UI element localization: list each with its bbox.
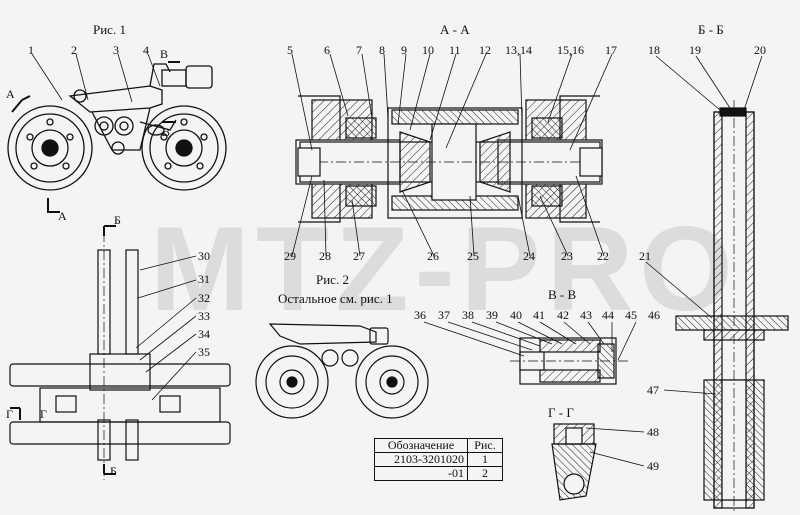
section-mark-b-top: Б [114,213,121,227]
plan-view-leaders [135,255,197,401]
table-row: -01 2 [374,466,503,481]
callout: 10 [422,43,434,57]
section-bb-view [675,100,789,512]
callout: 30 [198,249,210,263]
fig2-title: Рис. 2 [316,272,349,287]
section-gg-leaders [585,427,645,467]
section-vv-leaders [423,321,637,361]
designation-table: Обозначение Рис. 2103-3201020 1 -01 2 [374,438,503,481]
callout: 20 [754,43,766,57]
section-mark-a-top: А [6,87,15,101]
callout: 25 [467,249,479,263]
callout: 37 [438,308,450,322]
callout: 23 [561,249,573,263]
callout-labels: 1 2 3 4 5 6 7 8 9 10 11 12 13,14 15,16 1… [28,43,766,473]
callout: 49 [647,459,659,473]
callout: 2 [71,43,77,57]
callout: 17 [605,43,617,57]
section-aa-view [295,95,603,223]
callout: 12 [479,43,491,57]
section-gg-title: Г - Г [548,405,574,420]
callout: 27 [353,249,365,263]
section-mark-v-bottom: В [162,125,170,139]
table-header-cell: Обозначение [374,438,468,453]
callout: 15,16 [557,43,584,57]
section-bb-title: Б - Б [698,22,724,37]
callout: 42 [557,308,569,322]
callout: 19 [689,43,701,57]
fig2-note: Остальное см. рис. 1 [278,291,393,306]
section-gg-view [551,423,597,501]
table-row: 2103-3201020 1 [374,452,503,467]
callout: 13,14 [505,43,532,57]
fig1-side-view [7,61,227,213]
callout: 3 [113,43,119,57]
section-vv-view [510,337,628,385]
callout: 31 [198,272,210,286]
callout: 8 [379,43,385,57]
callout: 21 [639,249,651,263]
callout: 29 [284,249,296,263]
section-mark-v-top: В [160,47,168,61]
callout: 4 [143,43,149,57]
table-header-cell: Рис. [467,438,503,453]
callout: 38 [462,308,474,322]
callout: 22 [597,249,609,263]
callout: 36 [414,308,426,322]
callout: 7 [356,43,362,57]
callout: 35 [198,345,210,359]
fig2-side-view [255,323,429,419]
watermark: MTZ-PRO [150,202,739,336]
section-vv-title: В - В [548,287,577,302]
callout: 9 [401,43,407,57]
table-cell: 2103-3201020 [374,452,468,467]
section-mark-a-bottom: А [58,209,67,223]
fig1-leaders [31,53,161,103]
callout: 33 [198,309,210,323]
section-mark-b-bottom: Б [110,464,117,478]
section-mark-g-left: Г [6,407,13,421]
callout: 39 [486,308,498,322]
section-aa-title: А - А [440,22,470,37]
callout: 26 [427,249,439,263]
section-mark-g-right: Г [40,407,47,421]
section-aa-leaders [291,53,613,257]
table-cell: 1 [467,452,503,467]
callout: 46 [648,308,660,322]
fig1-title: Рис. 1 [93,22,126,37]
callout: 5 [287,43,293,57]
callout: 6 [324,43,330,57]
callout: 43 [580,308,592,322]
table-cell: -01 [374,466,468,481]
callout: 40 [510,308,522,322]
plan-view [9,225,231,480]
callout: 45 [625,308,637,322]
table-cell: 2 [467,466,503,481]
callout: 28 [319,249,331,263]
callout: 48 [647,425,659,439]
callout: 1 [28,43,34,57]
callout: 44 [602,308,614,322]
callout: 32 [198,291,210,305]
callout: 11 [449,43,461,57]
callout: 24 [523,249,535,263]
callout: 34 [198,327,210,341]
callout: 41 [533,308,545,322]
table-header-row: Обозначение Рис. [374,438,503,453]
callout: 47 [647,383,659,397]
callout: 18 [648,43,660,57]
section-bb-leaders [645,55,763,395]
